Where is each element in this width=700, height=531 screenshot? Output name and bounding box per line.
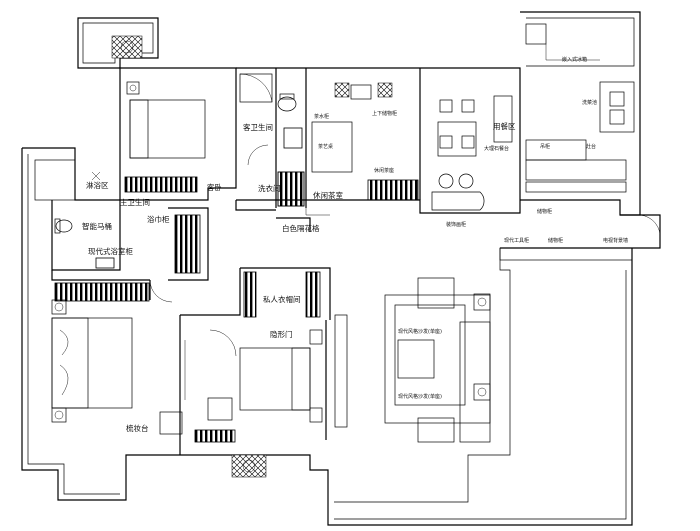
label-white-grille: 白色隔花格	[282, 223, 320, 233]
dining-area: 用餐区 大理石餐台 装饰画柜	[431, 95, 516, 228]
label-hidden-door: 隐形门	[270, 329, 293, 339]
guest-bedroom: 客卧	[111, 35, 222, 192]
chair-icon	[439, 99, 453, 113]
label-towel-rack: 浴巾柜	[147, 214, 170, 224]
toilet-icon	[277, 93, 297, 112]
plant-icon	[334, 82, 350, 98]
label-vanity: 现代式浴室柜	[88, 246, 133, 256]
note-tea-3: 休闲茶座	[374, 167, 394, 174]
chair-icon	[461, 99, 475, 113]
lamp-icon	[126, 81, 140, 95]
label-laundry: 洗衣间	[258, 183, 281, 193]
lamp-icon	[51, 407, 67, 423]
lamp-icon	[473, 293, 491, 311]
laundry-room: 洗衣间	[258, 171, 305, 207]
note-tea-2: 茶艺桌	[318, 143, 333, 150]
dining-table	[437, 121, 477, 157]
note-tea-1: 茶水柜	[314, 113, 329, 120]
note-cabinet-c: 储物柜	[548, 237, 563, 244]
leisure-tea-room: 上下储物柜 茶水柜 茶艺桌 休闲茶座 休闲茶室	[305, 82, 397, 216]
note-kitchen-a: 嵌入式冰箱	[562, 56, 587, 63]
sofa-icon	[459, 321, 491, 443]
hatched-cabinets	[54, 171, 419, 443]
master-bath: 淋浴区 智能马桶 浴巾柜 现代式浴室柜 主卫生间	[34, 159, 173, 303]
plant-icon	[111, 35, 143, 59]
note-sofa-seat: 现代风格沙发(单座)	[398, 393, 442, 400]
chair-icon	[207, 397, 233, 421]
storage-strip: 现代工具柜 储物柜 电视背景墙	[499, 237, 633, 261]
chair-icon	[159, 411, 183, 435]
master-bedroom: 梳妆台	[51, 299, 183, 435]
sink-icon	[283, 127, 303, 149]
note-cabinet-a: 现代工具柜	[504, 237, 529, 244]
note-cabinet-d: 电视背景墙	[603, 237, 628, 244]
label-smart-toilet: 智能马桶	[82, 221, 112, 231]
kitchen: 嵌入式冰箱 洗菜池 灶台 吊柜 储物柜	[525, 23, 661, 241]
note-sofa-main: 现代风格沙发(单座)	[398, 328, 442, 335]
sink-icon	[95, 257, 115, 269]
lamp-icon	[309, 329, 323, 345]
label-master-bath: 主卫生间	[120, 197, 150, 207]
note-kitchen-b: 洗菜池	[582, 99, 597, 106]
living-room: 现代风格沙发(单座) 现代风格沙发(单座)	[334, 277, 491, 443]
label-leisure-tea: 休闲茶室	[313, 190, 343, 200]
note-cabinet-b: 储物柜	[537, 208, 552, 215]
note-kitchen-c: 灶台	[586, 143, 596, 150]
guest-bathroom: 客卫生间	[239, 73, 303, 166]
center-bedroom: 私人衣帽间 隐形门	[184, 294, 323, 478]
plant-icon	[377, 82, 393, 98]
note-tea-5: 上下储物柜	[372, 110, 397, 117]
bed	[129, 99, 206, 159]
label-bath-area: 淋浴区	[86, 180, 109, 190]
toilet-icon	[54, 218, 73, 234]
label-dresser: 梳妆台	[126, 423, 149, 433]
note-tea-4: 装饰画柜	[446, 221, 466, 228]
label-private-closet: 私人衣帽间	[263, 294, 301, 304]
interior-walls	[51, 68, 421, 455]
plant-icon	[91, 171, 101, 181]
plant-icon	[231, 454, 267, 478]
label-dining: 用餐区	[493, 122, 516, 131]
bed-icon	[239, 347, 311, 411]
chair-icon	[417, 277, 455, 309]
note-dining-table: 大理石餐台	[484, 145, 509, 152]
label-guest-bedroom: 客卧	[207, 182, 222, 192]
note-kitchen-d: 吊柜	[540, 143, 550, 150]
bed-icon	[51, 317, 133, 409]
label-guest-bath: 客卫生间	[243, 122, 273, 132]
